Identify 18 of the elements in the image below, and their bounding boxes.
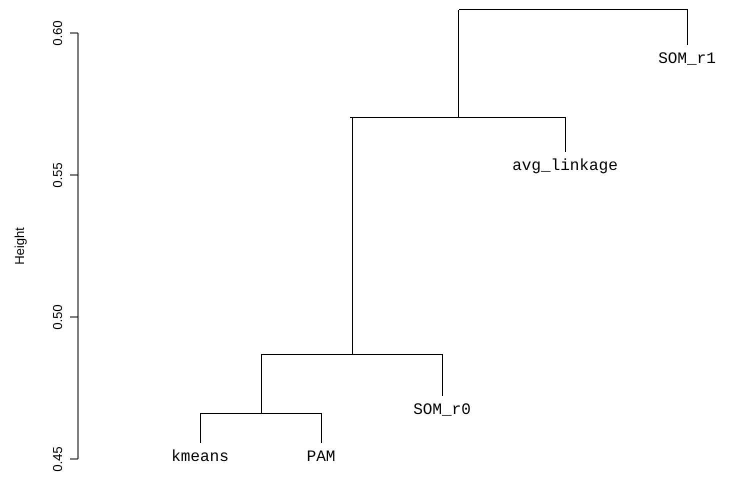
dendrogram-branch (321, 414, 322, 444)
leaf-label: SOM_r1 (658, 45, 716, 67)
dendrogram-branch (261, 354, 262, 414)
dendrogram-branch (352, 118, 353, 354)
tick-label: 0.60 (51, 20, 65, 46)
leaf-label: PAM (306, 443, 336, 465)
leaf-label: avg_linkage (512, 152, 618, 174)
dendrogram-branch (200, 414, 201, 444)
dendrogram-branch (687, 10, 688, 46)
leaf-label: SOM_r0 (413, 396, 471, 418)
dendrogram-branch (442, 354, 443, 396)
axis-title: Height (13, 227, 27, 265)
dendrogram-branch (565, 118, 566, 152)
tick-label: 0.45 (51, 446, 65, 472)
tick-label: 0.50 (51, 304, 65, 330)
leaf-label: kmeans (171, 443, 229, 465)
dendrogram-branch (458, 10, 459, 118)
tick-label: 0.55 (51, 162, 65, 188)
